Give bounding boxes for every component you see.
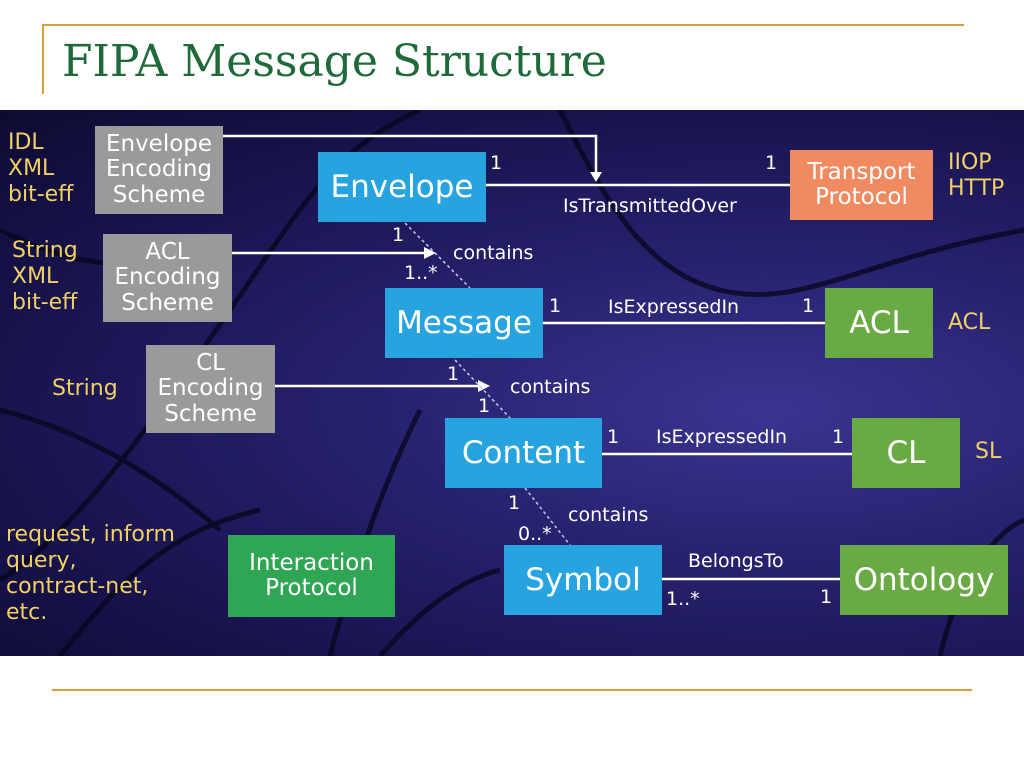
multiplicity: 1..* [404, 262, 438, 284]
multiplicity: 1..* [666, 588, 700, 610]
envelope-encoding-connector [222, 134, 598, 174]
transport-formats-label: IIOP HTTP [948, 150, 1005, 201]
multiplicity: 1 [478, 395, 491, 417]
multiplicity: 1 [447, 363, 460, 385]
multiplicity: 1 [508, 492, 521, 514]
multiplicity: 1 [549, 295, 562, 317]
contains-symbol-line [524, 487, 571, 546]
cl-box: CL [852, 418, 960, 488]
arrowhead-right [424, 247, 436, 259]
contains-symbol-label: contains [568, 504, 649, 526]
arrowhead-down [590, 172, 602, 182]
arrowhead-right [478, 380, 490, 392]
acl-formats-label: String XML bit-eff [12, 238, 78, 315]
content-box: Content [445, 418, 602, 488]
acl-encoding-scheme-box: ACL Encoding Scheme [103, 234, 232, 322]
multiplicity: 1 [802, 295, 815, 317]
title-rule-top [42, 24, 964, 26]
multiplicity: 1 [392, 224, 405, 246]
cl-encoding-scheme-box: CL Encoding Scheme [146, 345, 275, 433]
envelope-encoding-scheme-box: Envelope Encoding Scheme [95, 126, 223, 214]
cl-example-label: SL [975, 439, 1002, 464]
contains-content-label: contains [510, 376, 591, 398]
ontology-box: Ontology [840, 545, 1008, 615]
slide-title: FIPA Message Structure [62, 36, 607, 87]
diagram-canvas: Envelope Message Content Symbol Transpor… [0, 110, 1024, 656]
interaction-protocol-box: Interaction Protocol [228, 535, 395, 617]
envelope-formats-label: IDL XML bit-eff [8, 130, 74, 207]
transport-protocol-box: Transport Protocol [790, 150, 933, 220]
multiplicity: 1 [607, 426, 620, 448]
acl-example-label: ACL [948, 310, 991, 335]
bottom-rule [52, 689, 972, 691]
isexpressedin-acl-label: IsExpressedIn [608, 296, 740, 318]
multiplicity: 1 [490, 152, 503, 174]
istransmittedover-label: IsTransmittedOver [563, 195, 737, 217]
envelope-box: Envelope [318, 152, 486, 222]
message-box: Message [385, 288, 543, 358]
multiplicity: 1 [820, 586, 833, 608]
performatives-label: request, inform query, contract-net, etc… [6, 522, 175, 625]
belongsto-label: BelongsTo [688, 550, 784, 572]
cl-formats-label: String [52, 376, 118, 401]
multiplicity: 1 [765, 152, 778, 174]
multiplicity: 0..* [518, 523, 552, 545]
multiplicity: 1 [832, 426, 845, 448]
isexpressedin-cl-label: IsExpressedIn [656, 426, 788, 448]
symbol-box: Symbol [504, 545, 662, 615]
contains-content-line [454, 359, 511, 419]
acl-box: ACL [825, 288, 933, 358]
title-rule-left [42, 24, 44, 94]
contains-message-label: contains [453, 242, 534, 264]
